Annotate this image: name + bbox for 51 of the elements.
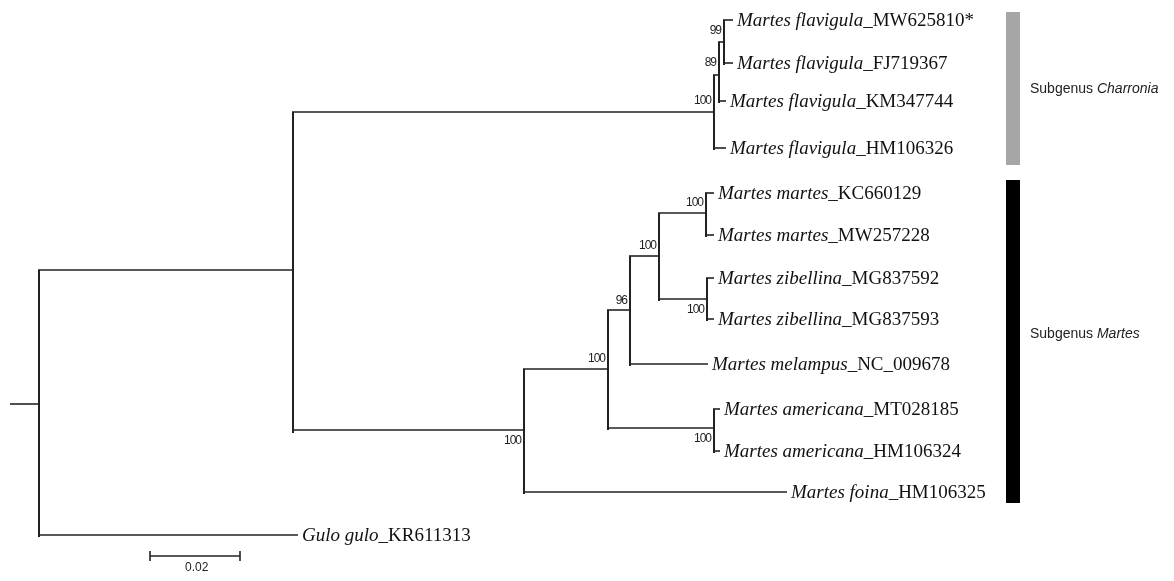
scale-label: 0.02 bbox=[185, 561, 209, 574]
bootstrap-value: 100 bbox=[587, 351, 605, 365]
taxon-label: Martes zibellina_MG837593 bbox=[714, 307, 940, 331]
tree-branch bbox=[522, 368, 608, 370]
clade-label: Subgenus Charronia bbox=[1030, 79, 1159, 97]
clade-label: Subgenus Martes bbox=[1030, 324, 1140, 342]
tree-branch bbox=[712, 147, 727, 149]
taxon-label: Martes flavigula_KM347744 bbox=[726, 89, 954, 113]
bootstrap-value: 100 bbox=[693, 93, 711, 107]
tree-branch bbox=[712, 450, 721, 452]
taxon-label: Martes flavigula_FJ719367 bbox=[733, 51, 948, 75]
tree-branch bbox=[722, 62, 734, 64]
tree-branch bbox=[722, 19, 734, 21]
tree-branch bbox=[291, 111, 714, 113]
tree-branch bbox=[717, 41, 724, 43]
bootstrap-value: 100 bbox=[638, 238, 656, 252]
tree-branch bbox=[705, 277, 715, 279]
tree-branch bbox=[606, 309, 630, 311]
bootstrap-value: 89 bbox=[704, 55, 716, 69]
tree-branch bbox=[9, 403, 39, 405]
tree-branch bbox=[37, 534, 299, 536]
taxon-label: Martes martes_KC660129 bbox=[714, 181, 922, 205]
tree-branch bbox=[628, 363, 709, 365]
taxon-label: Martes flavigula_HM106326 bbox=[726, 136, 954, 160]
tree-branch bbox=[704, 192, 715, 194]
taxon-label: Martes martes_MW257228 bbox=[714, 223, 930, 247]
tree-branch bbox=[705, 318, 715, 320]
taxon-label: Martes zibellina_MG837592 bbox=[714, 266, 940, 290]
tree-branch bbox=[606, 427, 714, 429]
tree-branch bbox=[657, 212, 706, 214]
tree-branch bbox=[37, 269, 293, 271]
bootstrap-value: 100 bbox=[685, 195, 703, 209]
taxon-label: Gulo gulo_KR611313 bbox=[298, 523, 471, 547]
tree-branch bbox=[712, 408, 721, 410]
tree-branch bbox=[717, 100, 727, 102]
tree-branch bbox=[628, 255, 659, 257]
bootstrap-value: 100 bbox=[686, 302, 704, 316]
bootstrap-value: 100 bbox=[503, 433, 521, 447]
tree-branch bbox=[712, 74, 719, 76]
tree-branch bbox=[522, 491, 788, 493]
tree-branch bbox=[657, 298, 707, 300]
tree-branch bbox=[704, 234, 715, 236]
bootstrap-value: 100 bbox=[693, 431, 711, 445]
taxon-label: Martes melampus_NC_009678 bbox=[708, 352, 951, 376]
tree-branch bbox=[291, 429, 524, 431]
taxon-label: Martes flavigula_MW625810* bbox=[733, 8, 974, 32]
taxon-label: Martes americana_HM106324 bbox=[720, 439, 961, 463]
bootstrap-value: 96 bbox=[615, 293, 627, 307]
bootstrap-value: 99 bbox=[709, 23, 721, 37]
taxon-label: Martes foina_HM106325 bbox=[787, 480, 986, 504]
taxon-label: Martes americana_MT028185 bbox=[720, 397, 959, 421]
